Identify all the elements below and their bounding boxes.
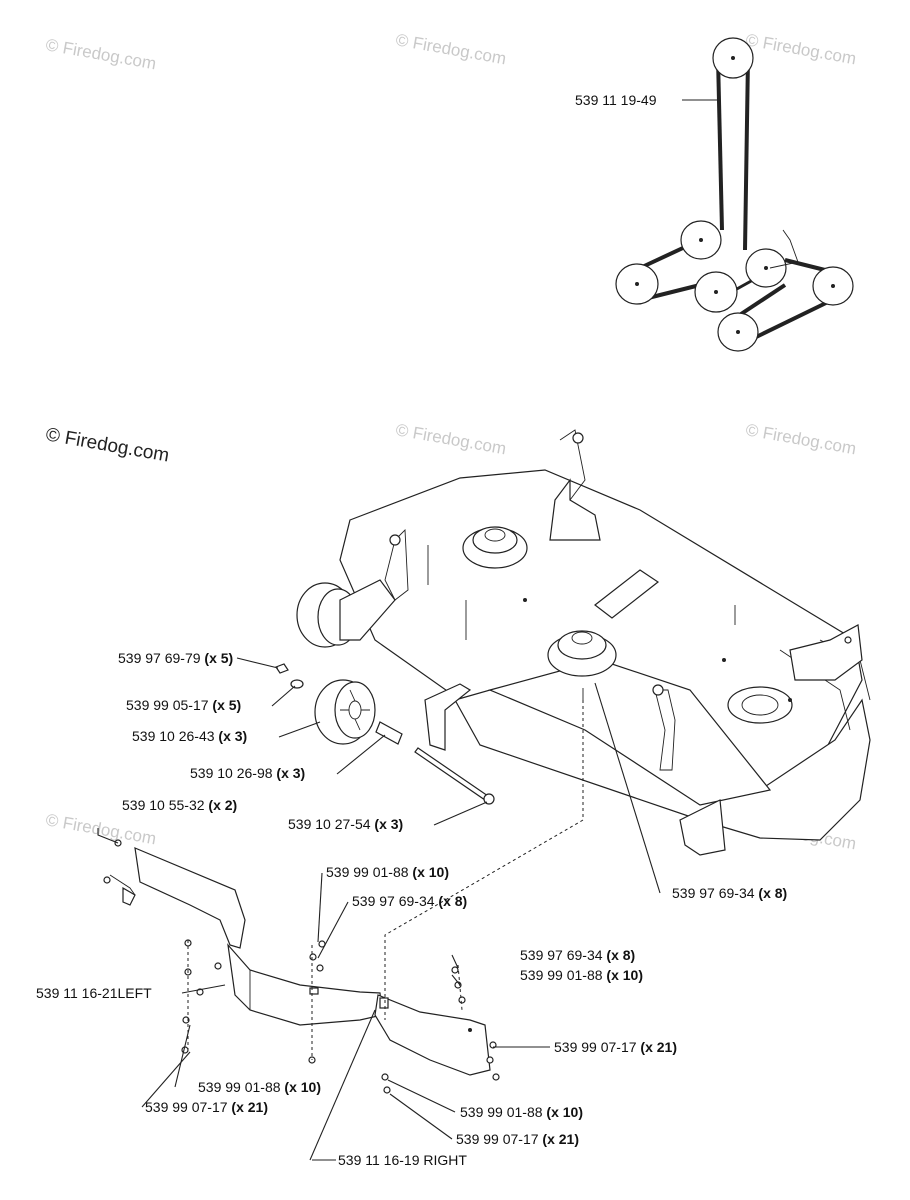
front-wheel-assembly [275,663,495,805]
part-number: 539 10 26-43 [132,728,215,744]
washer [290,679,304,689]
quantity: (x 21) [640,1039,677,1055]
watermark: © Firedog.com [744,420,857,458]
part-number: 539 99 01-88 [520,967,603,983]
spindle-pulley-center-hub [557,630,607,660]
spindle-housing-right [727,686,793,724]
callout-left-nut: 539 97 69-34 (x 8) [352,893,467,909]
watermark-dark: © Firedog.com [44,424,171,466]
quantity: (x 21) [542,1131,579,1147]
quantity: (x 8) [606,947,635,963]
wheel-bracket-rear [339,579,396,641]
part-number: 539 97 69-34 [352,893,435,909]
leader-lines [97,657,661,1161]
right-shield [374,994,491,1076]
watermark: © Firedog.com [394,420,507,458]
front-wheel-bracket [679,799,726,856]
callout-bracket-screw: 539 10 55-32 (x 2) [122,797,237,813]
quantity: (x 3) [276,765,305,781]
part-number: 539 11 19-49 [575,92,657,108]
quantity: (x 10) [412,864,449,880]
callout-right-nut: 539 97 69-34 (x 8) [520,947,635,963]
part-number: 539 99 01-88 [198,1079,281,1095]
part-number: 539 10 27-54 [288,816,371,832]
callout-nut: 539 97 69-79 (x 5) [118,650,233,666]
watermark: © Firedog.com [744,30,857,68]
part-number: 539 10 55-32 [122,797,205,813]
part-number: 539 97 69-34 [672,885,755,901]
callout-right-washer: 539 99 01-88 (x 10) [520,967,643,983]
hanger-bracket-right [789,624,863,681]
callout-spacer: 539 10 26-98 (x 3) [190,765,305,781]
callout-right-shield: 539 11 16-19 RIGHT [338,1152,467,1168]
quantity: (x 8) [758,885,787,901]
shield-bracket [134,847,246,949]
spacer [375,721,403,745]
spindle-pulley-left-hub [472,526,518,554]
part-number: 539 99 05-17 [126,697,209,713]
watermark: © Firedog.com [44,810,157,848]
shield-right [374,994,491,1076]
part-number: 539 11 16-19 RIGHT [338,1152,467,1168]
mower-deck [339,429,871,856]
quantity: (x 5) [212,697,241,713]
callout-deck-nut: 539 97 69-34 (x 8) [672,885,787,901]
quantity: (x 21) [231,1099,268,1115]
part-number: 539 99 07-17 [554,1039,637,1055]
axle-bolt [414,747,489,801]
quantity: (x 10) [284,1079,321,1095]
lift-linkage-left [384,528,409,601]
lift-linkage-front [654,689,676,771]
quantity: (x 2) [208,797,237,813]
watermark: © Firedog.com [394,30,507,68]
quantity: (x 5) [204,650,233,666]
callout-left-shield: 539 11 16-21LEFT [36,985,152,1001]
callout-lower-washer: 539 99 01-88 (x 10) [198,1079,321,1095]
callout-lower-bolt: 539 99 07-17 (x 21) [145,1099,268,1115]
quantity: (x 3) [218,728,247,744]
rear-hitch-bracket [549,478,601,541]
callout-center-bolt: 539 99 07-17 (x 21) [456,1131,579,1147]
rear-wheel [296,579,396,648]
part-number: 539 99 01-88 [326,864,409,880]
left-shield [227,943,383,1026]
part-number: 539 99 01-88 [460,1104,543,1120]
callout-belt: 539 11 19-49 [575,92,657,108]
quantity: (x 8) [438,893,467,909]
quantity: (x 10) [606,967,643,983]
quantity: (x 10) [546,1104,583,1120]
nut [275,663,289,674]
part-number: 539 97 69-79 [118,650,201,666]
part-number: 539 99 07-17 [456,1131,539,1147]
callout-left-washer: 539 99 01-88 (x 10) [326,864,449,880]
callout-wheel: 539 10 26-43 (x 3) [132,728,247,744]
callout-right-bolt: 539 99 07-17 (x 21) [554,1039,677,1055]
left-shield-bracket [103,839,246,949]
wheel-mount-bracket [424,683,472,751]
shield-left [227,943,383,1026]
callout-axle-bolt: 539 10 27-54 (x 3) [288,816,403,832]
watermark: © Firedog.com [44,35,157,73]
part-number: 539 99 07-17 [145,1099,228,1115]
part-number: 539 97 69-34 [520,947,603,963]
belt-guard-plate [594,569,660,619]
part-number: 539 11 16-21LEFT [36,985,152,1001]
callout-center-washer: 539 99 01-88 (x 10) [460,1104,583,1120]
part-number: 539 10 26-98 [190,765,273,781]
quantity: (x 3) [374,816,403,832]
belt-pulley-system [615,37,854,352]
callout-washer: 539 99 05-17 (x 5) [126,697,241,713]
tension-spring [769,229,799,269]
assembly-line [384,700,584,1020]
